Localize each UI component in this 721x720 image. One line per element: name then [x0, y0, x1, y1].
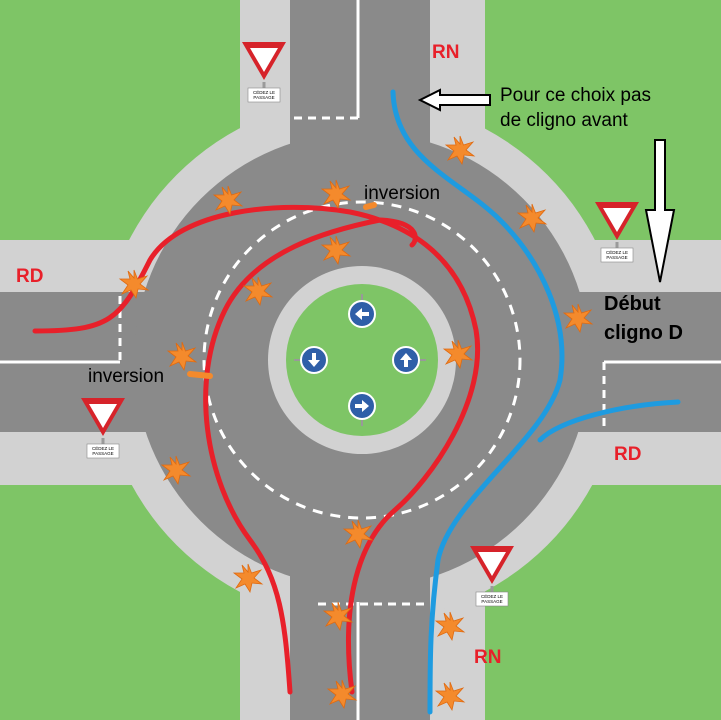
text-labels: RN RN RD RD Pour ce choix pas de cligno …	[16, 42, 683, 668]
yield-sign: CÉDEZ LE PASSAGE	[594, 201, 640, 263]
outline-arrow-icon	[417, 88, 676, 283]
yield-sign: CÉDEZ LE PASSAGE	[469, 545, 515, 607]
svg-text:PASSAGE: PASSAGE	[92, 451, 113, 456]
svg-text:PASSAGE: PASSAGE	[606, 255, 627, 260]
yield-lines	[118, 116, 606, 606]
yield-sign: CÉDEZ LE PASSAGE	[80, 397, 126, 459]
debut-line2: cligno D	[604, 322, 683, 344]
debut-line1: Début	[604, 293, 661, 315]
label-rn-bottom: RN	[474, 647, 501, 668]
central-island	[286, 284, 438, 436]
label-rd-right: RD	[614, 444, 641, 465]
yield-sign: CÉDEZ LE PASSAGE	[241, 41, 287, 103]
svg-text:CÉDEZ LE: CÉDEZ LE	[92, 445, 114, 451]
svg-text:PASSAGE: PASSAGE	[481, 599, 502, 604]
svg-text:CÉDEZ LE: CÉDEZ LE	[481, 593, 503, 599]
note-line1: Pour ce choix pas	[500, 85, 651, 106]
arrow-left-icon	[348, 294, 376, 328]
arrow-right-icon	[348, 392, 376, 426]
inversion-markers	[187, 202, 377, 379]
svg-text:PASSAGE: PASSAGE	[253, 95, 274, 100]
inversion-top-label: inversion	[364, 183, 440, 204]
red-path	[32, 204, 480, 695]
label-rn-top: RN	[432, 42, 459, 63]
svg-text:CÉDEZ LE: CÉDEZ LE	[606, 249, 628, 255]
ring-lane-divider	[202, 200, 522, 520]
inversion-left-label: inversion	[88, 366, 164, 387]
label-rd-left: RD	[16, 266, 43, 287]
arrow-up-icon	[392, 346, 426, 374]
blue-path	[390, 89, 681, 715]
svg-text:CÉDEZ LE: CÉDEZ LE	[253, 89, 275, 95]
arrow-down-icon	[294, 346, 328, 374]
note-line2: de cligno avant	[500, 110, 629, 131]
